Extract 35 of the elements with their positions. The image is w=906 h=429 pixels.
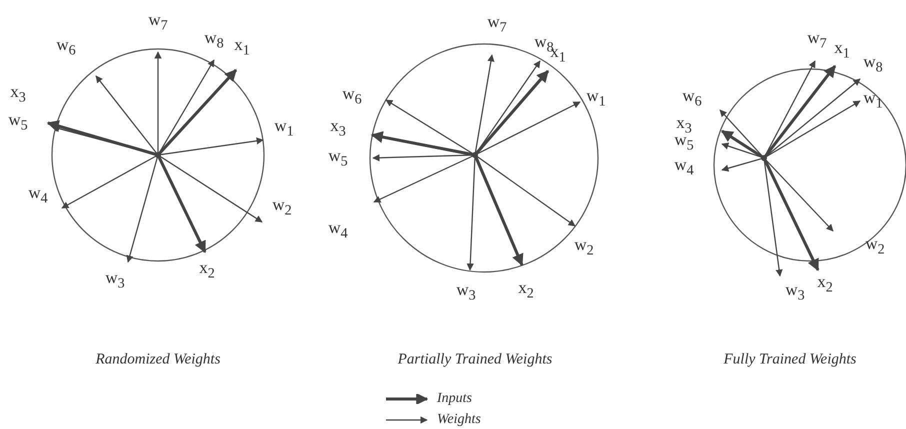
legend-label: Weights (437, 412, 481, 428)
panel-caption: Randomized Weights (96, 352, 220, 368)
vector-label: w$_{8}$ (863, 53, 883, 75)
legend-label: Inputs (437, 391, 472, 407)
vector-label: w$_{4}$ (328, 219, 348, 241)
vector-label: w$_{5}$ (8, 111, 28, 133)
vector-label: w$_{6}$ (682, 87, 702, 109)
vector-label: w$_{1}$ (274, 117, 294, 139)
vector-label: w$_{2}$ (865, 235, 885, 257)
vector-label: w$_{4}$ (28, 184, 48, 206)
vector-label: x$_{2}$ (817, 273, 833, 295)
vector-label: w$_{1}$ (586, 87, 606, 109)
vector-label: w$_{7}$ (487, 13, 507, 35)
vector-label: x$_{2}$ (199, 259, 215, 281)
vector-label: w$_{8}$ (204, 29, 224, 51)
vector-label: x$_{3}$ (10, 83, 26, 105)
vector-label: x$_{3}$ (330, 117, 346, 139)
vector-label: x$_{3}$ (676, 114, 692, 136)
vector-label: w$_{2}$ (574, 236, 594, 258)
vector-label: w$_{6}$ (56, 36, 76, 58)
vector-label: w$_{3}$ (456, 281, 476, 303)
panel-caption: Partially Trained Weights (398, 352, 552, 368)
vector-label: w$_{6}$ (342, 85, 362, 107)
vector-label: w$_{4}$ (674, 156, 694, 178)
vector-label: x$_{1}$ (834, 39, 850, 61)
vector-label: x$_{2}$ (518, 279, 534, 301)
vector-label: w$_{2}$ (272, 196, 292, 218)
panel-caption: Fully Trained Weights (724, 352, 856, 368)
vector-label: w$_{1}$ (863, 89, 883, 111)
vector-label: w$_{3}$ (785, 281, 805, 303)
vector-label: w$_{3}$ (105, 269, 125, 291)
vector-label: w$_{5}$ (328, 147, 348, 169)
vector-label: x$_{1}$ (234, 36, 250, 58)
vector-label: w$_{7}$ (148, 11, 168, 33)
vector-label: w$_{7}$ (807, 29, 827, 51)
